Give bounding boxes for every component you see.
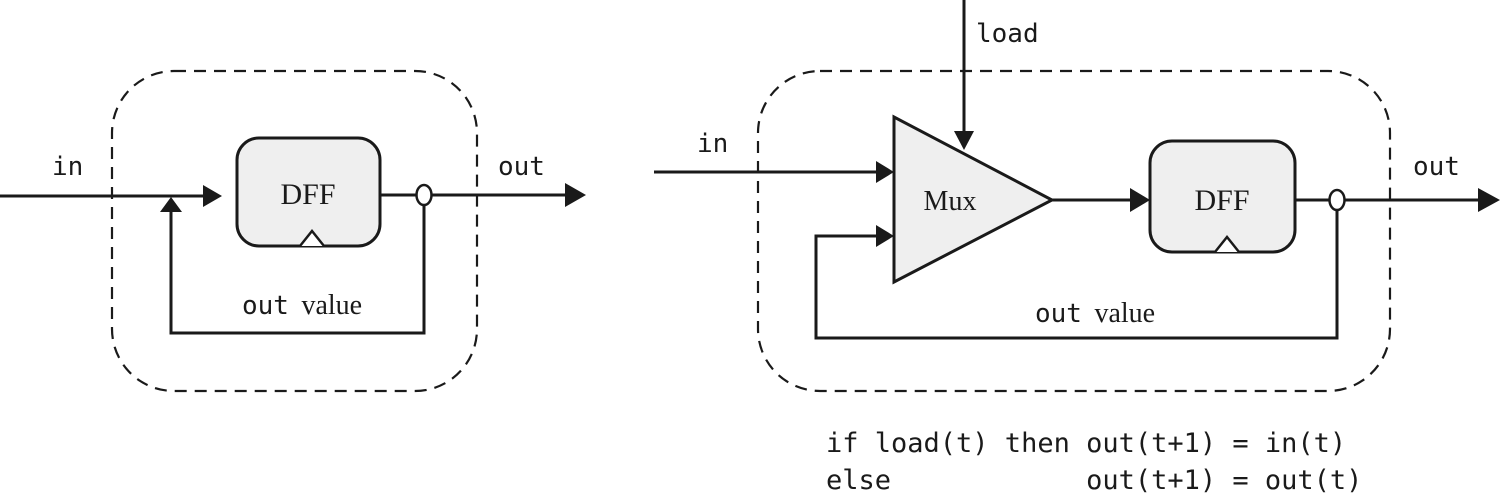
left-dff-label: DFF [280,178,335,211]
caption-line-2: else out(t+1) = out(t) [826,465,1363,496]
left-output-label: out [498,152,545,182]
left-input-label: in [52,152,83,182]
mux-label: Mux [924,186,977,217]
left-diagram: DFF in out out value [0,69,586,393]
right-junction-node [1328,188,1346,212]
right-feedback-label-mono: out [1035,299,1082,329]
left-output-arrow [565,183,586,207]
left-feedback-wire [169,205,426,335]
right-feedback-arrow [876,225,894,247]
right-chip-boundary [756,69,1392,393]
right-feedback-label: out value [1035,298,1155,329]
caption-line-1: if load(t) then out(t+1) = in(t) [826,428,1347,459]
left-junction-node [415,183,433,207]
right-input-arrow [876,161,894,183]
left-feedback-label: out value [242,290,362,321]
left-feedback-arrow [160,197,182,212]
right-feedback-wire [814,210,1339,340]
right-diagram: load in Mux DFF out out value [654,0,1500,393]
left-dff-clock-icon [299,228,325,247]
right-dff-label: DFF [1194,184,1249,217]
right-output-arrow [1478,188,1500,212]
left-chip-boundary [110,69,479,393]
register-logic-caption: if load(t) then out(t+1) = in(t) else out… [826,425,1362,499]
load-arrow [954,131,974,150]
right-output-label: out [1413,152,1460,182]
left-feedback-label-mono: out [242,291,289,321]
load-label: load [976,19,1039,49]
right-dff-clock-icon [1214,234,1240,253]
right-feedback-label-serif: value [1094,298,1155,329]
mux-to-dff-arrow [1130,188,1150,212]
right-input-label: in [697,129,728,159]
mux-block [892,114,1056,285]
left-input-arrow [203,185,222,207]
left-feedback-label-serif: value [301,290,362,321]
